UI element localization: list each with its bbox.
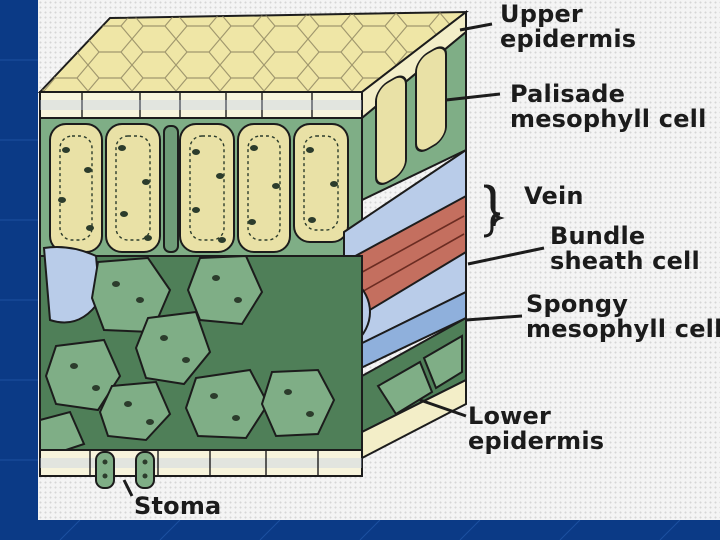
label-upper-epidermis: Upper epidermis [500, 2, 636, 52]
label-bundle-sheath-line2: sheath cell [550, 249, 700, 274]
leader-spongy [466, 316, 522, 320]
label-upper-epidermis-line2: epidermis [500, 27, 636, 52]
label-stoma-text: Stoma [134, 494, 221, 519]
label-spongy: Spongy mesophyll cell [526, 292, 720, 342]
bracket-vein [484, 186, 500, 236]
label-bundle-sheath: Bundle sheath cell [550, 224, 700, 274]
label-vein: Vein [524, 184, 584, 209]
label-lower-epidermis-line1: Lower [468, 404, 604, 429]
label-upper-epidermis-line1: Upper [500, 2, 636, 27]
label-spongy-line2: mesophyll cell [526, 317, 720, 342]
label-stoma: Stoma [134, 494, 221, 519]
label-lower-epidermis: Lower epidermis [468, 404, 604, 454]
label-palisade-line2: mesophyll cell [510, 107, 707, 132]
leader-stoma [124, 480, 132, 496]
leader-bundle-sheath [468, 248, 544, 264]
spongy-mesophyll-layer [40, 247, 362, 452]
upper-epidermis-front [40, 92, 362, 118]
label-vein-text: Vein [524, 184, 584, 209]
label-palisade: Palisade mesophyll cell [510, 82, 707, 132]
label-lower-epidermis-line2: epidermis [468, 429, 604, 454]
palisade-layer [40, 118, 362, 256]
label-spongy-line1: Spongy [526, 292, 720, 317]
label-bundle-sheath-line1: Bundle [550, 224, 700, 249]
label-palisade-line1: Palisade [510, 82, 707, 107]
